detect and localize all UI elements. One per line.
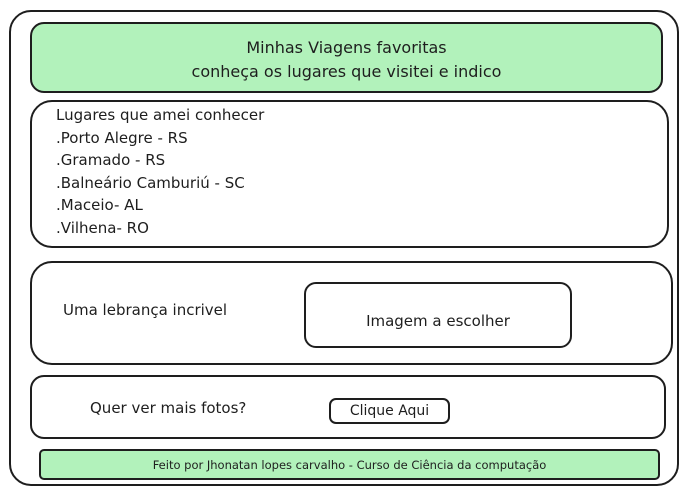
list-item: .Balneário Camburiú - SC xyxy=(56,173,245,192)
image-placeholder-label: Imagem a escolher xyxy=(366,312,510,330)
souvenir-card: Uma lebrança incrivel Imagem a escolher xyxy=(30,261,673,365)
page-frame xyxy=(9,10,679,486)
header-banner: Minhas Viagens favoritas conheça os luga… xyxy=(30,22,663,93)
souvenir-label: Uma lebrança incrivel xyxy=(63,301,228,319)
footer-text: Feito por Jhonatan lopes carvalho - Curs… xyxy=(152,457,547,472)
click-here-button-label: Clique Aqui xyxy=(349,403,430,419)
more-photos-card: Quer ver mais fotos? Clique Aqui xyxy=(30,375,666,439)
page-subtitle: conheça os lugares que visitei e indico xyxy=(191,62,502,81)
image-placeholder: Imagem a escolher xyxy=(304,282,572,348)
places-list-card: Lugares que amei conhecer .Porto Alegre … xyxy=(30,100,669,248)
places-heading: Lugares que amei conhecer xyxy=(56,106,265,124)
page-title: Minhas Viagens favoritas xyxy=(246,38,447,57)
list-item: .Maceio- AL xyxy=(56,196,143,214)
click-here-button[interactable]: Clique Aqui xyxy=(329,398,450,424)
list-item: .Porto Alegre - RS xyxy=(56,128,188,147)
list-item: .Vilhena- RO xyxy=(56,218,149,237)
footer-banner: Feito por Jhonatan lopes carvalho - Curs… xyxy=(39,449,660,480)
more-photos-prompt: Quer ver mais fotos? xyxy=(90,399,247,417)
list-item: .Gramado - RS xyxy=(56,151,166,169)
